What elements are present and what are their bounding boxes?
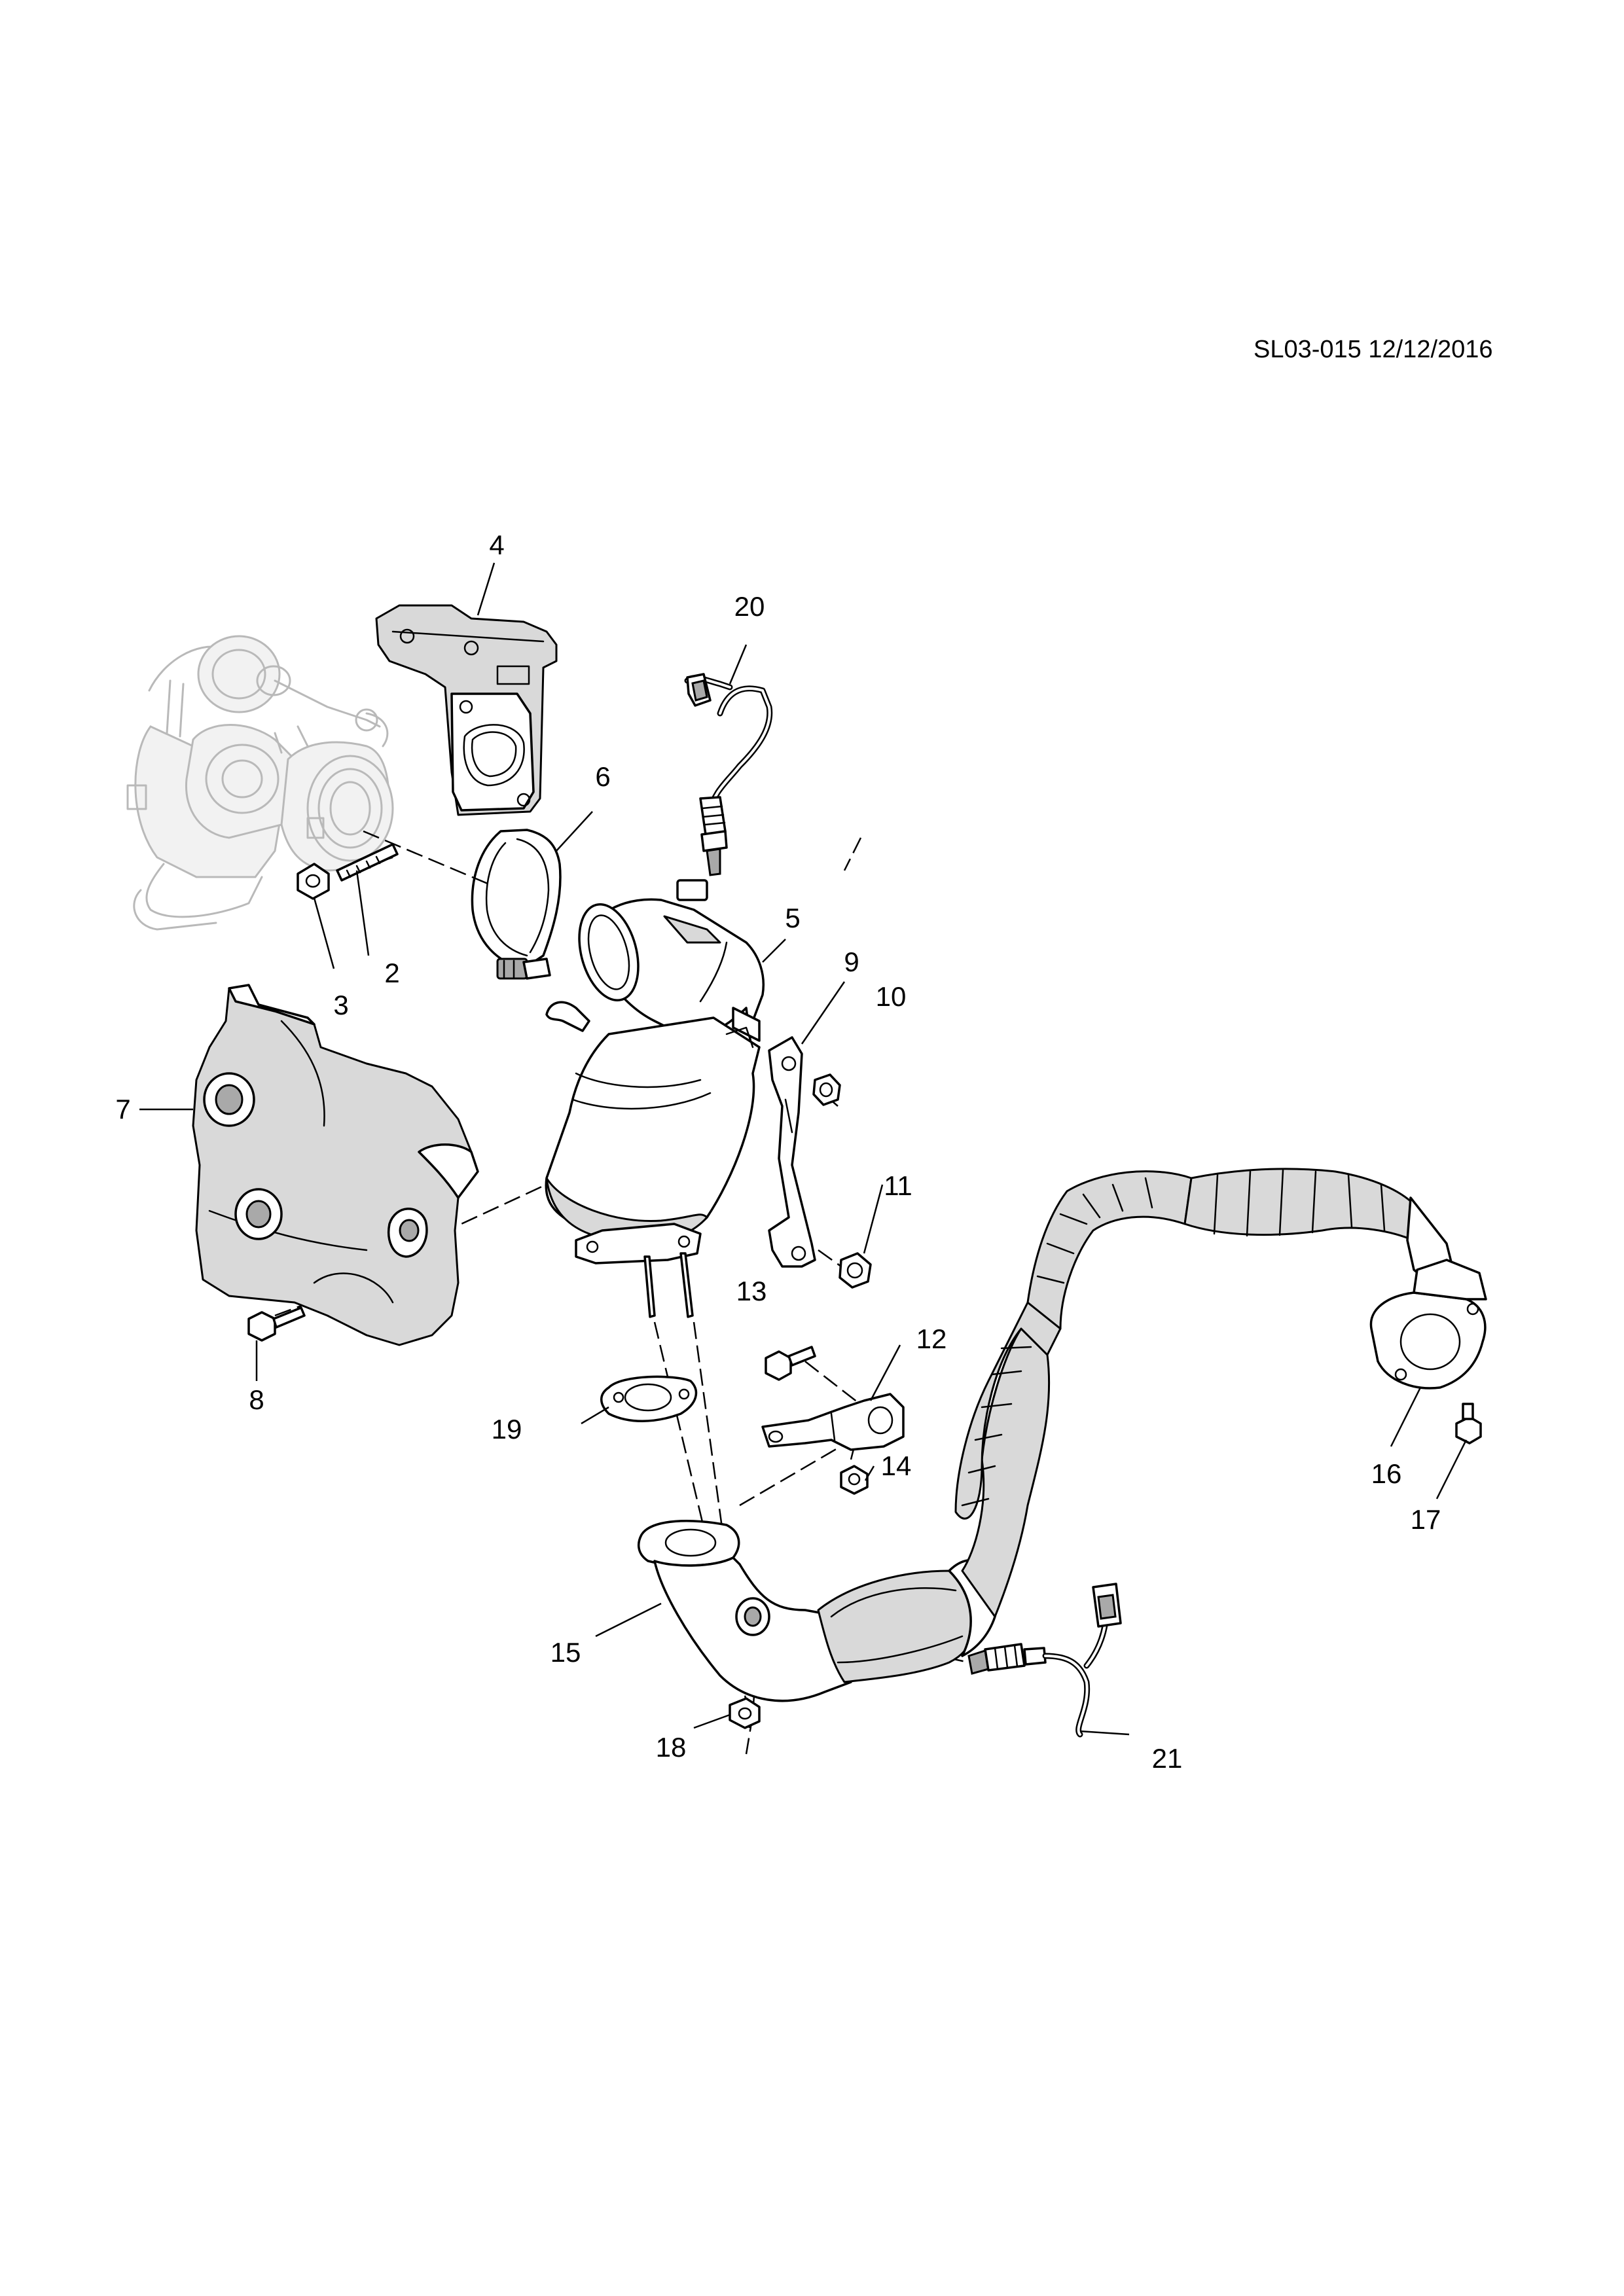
leader-lines	[139, 562, 1468, 1736]
callout-12[interactable]: 12	[916, 1323, 947, 1354]
turbocharger-ghost-icon	[126, 635, 394, 931]
alignment-line-nut-11	[818, 1249, 842, 1268]
callout-11[interactable]: 11	[884, 1170, 912, 1201]
nut-3-icon	[297, 863, 330, 900]
callout-6[interactable]: 6	[595, 761, 611, 792]
callout-2[interactable]: 2	[384, 958, 400, 988]
v-band-clamp-icon	[471, 829, 562, 980]
bolt-13-icon	[765, 1346, 816, 1381]
support-bracket-icon	[768, 1036, 816, 1268]
exhaust-pipe-icon	[637, 1168, 1487, 1702]
bolt-17-icon	[1455, 1403, 1482, 1444]
callout-5[interactable]: 5	[785, 903, 801, 933]
callout-4[interactable]: 4	[489, 529, 505, 560]
heat-shield-upper-icon	[375, 604, 558, 816]
pipe-bracket-icon	[761, 1393, 905, 1451]
callout-8[interactable]: 8	[249, 1384, 264, 1415]
callout-10[interactable]: 10	[875, 981, 907, 1012]
callout-21[interactable]: 21	[1151, 1743, 1183, 1774]
callout-9[interactable]: 9	[844, 946, 859, 977]
callout-17[interactable]: 17	[1410, 1504, 1441, 1535]
callout-20[interactable]: 20	[734, 591, 765, 622]
heat-shield-lower-icon	[192, 984, 479, 1346]
oxygen-sensor-icon	[684, 673, 773, 876]
callout-16[interactable]: 16	[1371, 1458, 1402, 1489]
nut-11-icon	[839, 1252, 872, 1289]
nut-10-icon	[812, 1073, 841, 1106]
oxygen-sensor-downstream-icon	[967, 1583, 1122, 1738]
alignment-line-bracket	[739, 1435, 858, 1507]
alignment-line-stud-left	[653, 1321, 728, 1624]
callout-13[interactable]: 13	[736, 1276, 767, 1306]
callout-19[interactable]: 19	[491, 1414, 522, 1444]
callout-15[interactable]: 15	[550, 1637, 581, 1668]
gasket-19-icon	[600, 1375, 698, 1422]
callout-18[interactable]: 18	[655, 1732, 687, 1763]
nut-18-icon	[729, 1697, 761, 1729]
alignment-line-sensor-20	[843, 837, 862, 871]
stud-icon	[336, 843, 399, 882]
nut-14-icon	[840, 1465, 869, 1495]
callout-14[interactable]: 14	[880, 1450, 912, 1481]
diagram-reference-code: SL03-015 12/12/2016	[1254, 336, 1493, 363]
callout-7[interactable]: 7	[115, 1094, 131, 1124]
bolt-8-icon	[247, 1306, 306, 1342]
catalytic-converter-icon	[545, 879, 765, 1318]
callout-3[interactable]: 3	[333, 990, 349, 1020]
